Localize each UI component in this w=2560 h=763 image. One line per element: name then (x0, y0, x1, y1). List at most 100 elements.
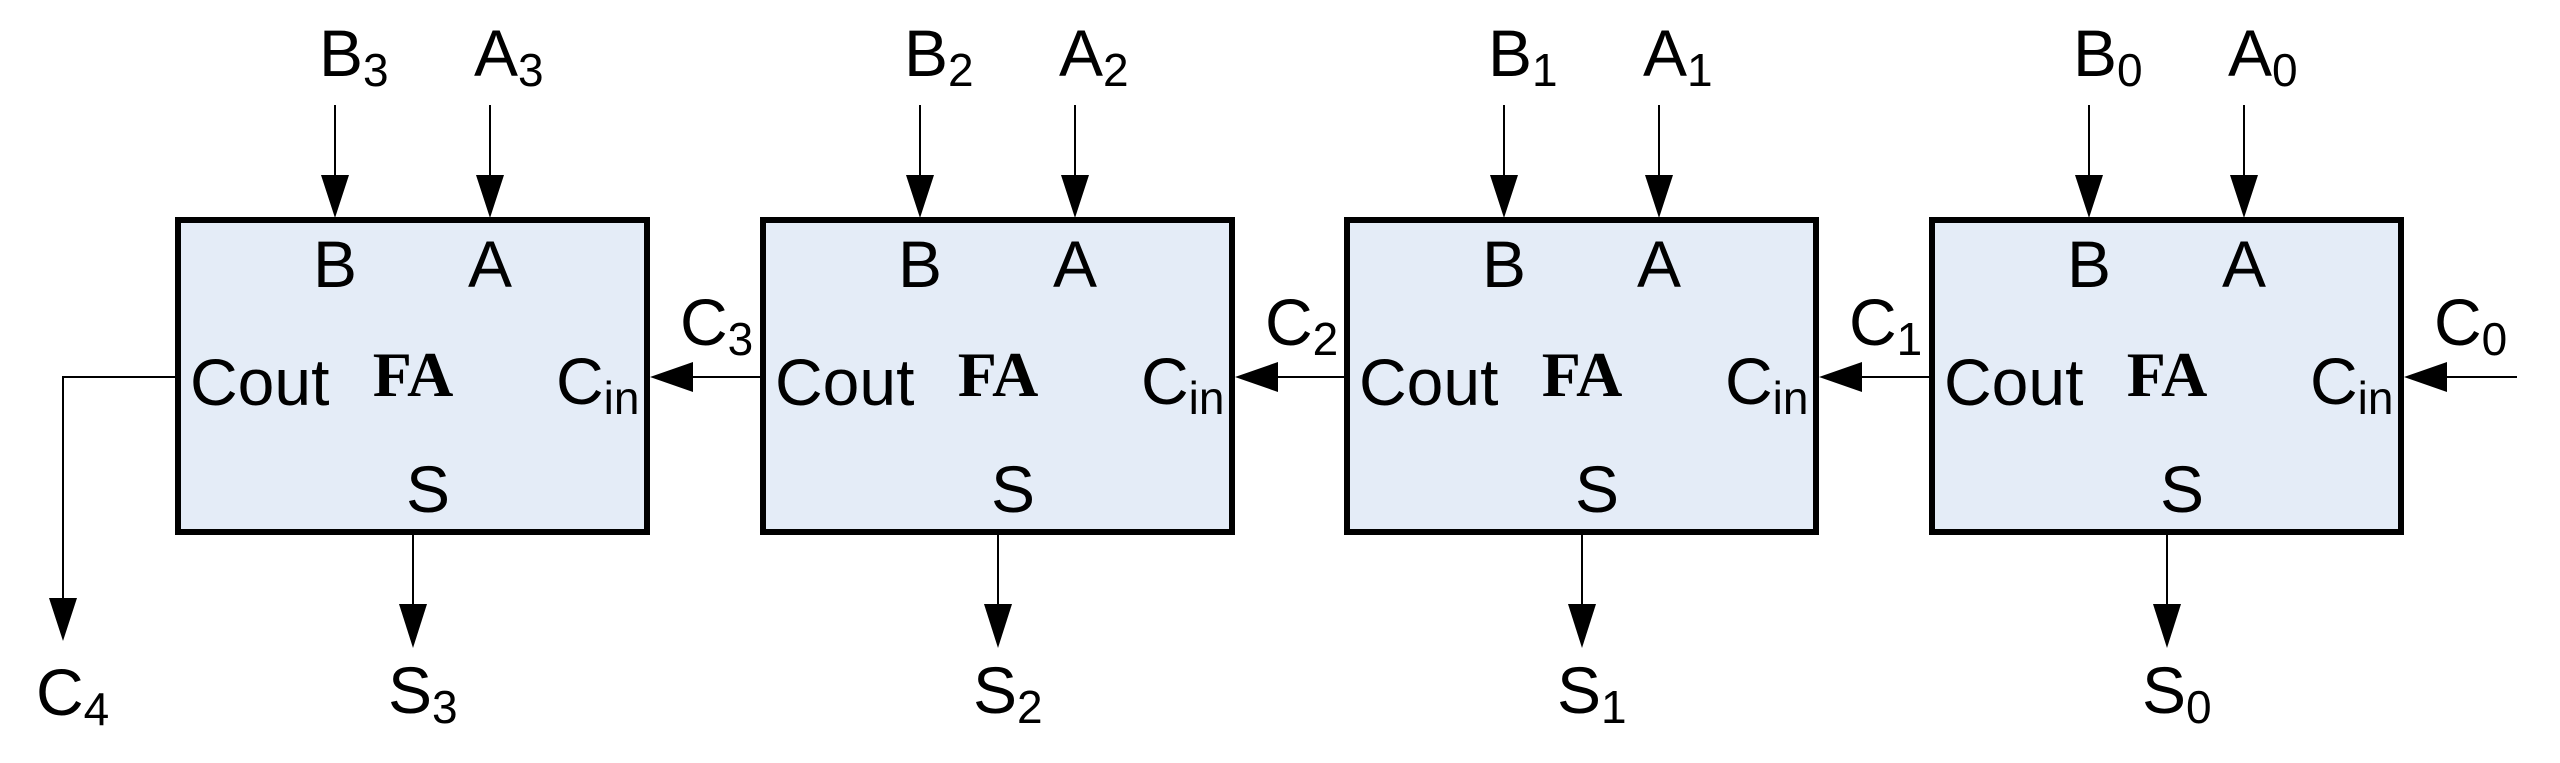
port-s-label: S (1575, 452, 1619, 526)
port-cout-label: Cout (1359, 345, 1498, 419)
full-adder-box (1929, 217, 2404, 535)
a-input-label: A1 (1643, 16, 1713, 96)
port-cin-label: Cin (556, 344, 639, 424)
port-cin-label: Cin (1141, 344, 1224, 424)
carry-in-arrowhead (1819, 362, 1862, 392)
a-input-arrowhead (1645, 175, 1673, 218)
sum-output-arrowhead (399, 604, 427, 648)
port-a-label: A (1637, 227, 1681, 301)
final-carry-out: C4 (36, 376, 178, 735)
carry-in-label-main: C (1849, 285, 1897, 359)
sum-output-arrowhead (1568, 604, 1596, 648)
port-s-label: S (2160, 452, 2204, 526)
sum-output-label-sub: 1 (1601, 681, 1627, 733)
full-adder-box (1344, 217, 1819, 535)
b-input-label-sub: 2 (948, 44, 974, 96)
c4-label-main: C (36, 655, 84, 729)
b-input-label-sub: 0 (2117, 44, 2143, 96)
a-input-arrowhead (1061, 175, 1089, 218)
a-input-label-main: A (474, 16, 518, 90)
port-cin-label: Cin (2310, 344, 2393, 424)
port-cin-label-sub: in (2358, 372, 2394, 424)
b-input-label-main: B (319, 16, 363, 90)
a-input-label-sub: 0 (2272, 44, 2298, 96)
a-input-label-main: A (1643, 16, 1687, 90)
port-cout-label: Cout (190, 345, 329, 419)
b-input-arrowhead (2075, 175, 2103, 218)
c4-wire (62, 376, 178, 600)
port-a-label: A (468, 227, 512, 301)
carry-in-label-main: C (1265, 285, 1313, 359)
port-cin-label-main: C (1725, 344, 1773, 418)
a-input-arrowhead (2230, 175, 2258, 218)
sum-output-label: S3 (388, 653, 458, 733)
b-input-label-sub: 1 (1532, 44, 1558, 96)
port-s-label: S (406, 452, 450, 526)
carry-in-arrowhead (1235, 362, 1278, 392)
port-cin-label-main: C (2310, 344, 2358, 418)
carry-in-label-main: C (2434, 285, 2482, 359)
b-input-label: B2 (904, 16, 974, 96)
a-input-label-sub: 1 (1687, 44, 1713, 96)
carry-in-label: C1 (1849, 285, 1922, 365)
carry-in-label-sub: 2 (1313, 313, 1339, 365)
port-s-label: S (991, 452, 1035, 526)
carry-in-label: C2 (1265, 285, 1338, 365)
port-a-label: A (1053, 227, 1097, 301)
b-input-label-main: B (2073, 16, 2117, 90)
port-cout-label: Cout (1944, 345, 2083, 419)
a-input-label-main: A (1059, 16, 1103, 90)
a-input-label: A0 (2228, 16, 2298, 96)
a-input-label: A2 (1059, 16, 1129, 96)
c4-label-sub: 4 (84, 683, 110, 735)
sum-output-label-sub: 0 (2186, 681, 2212, 733)
port-b-label: B (1482, 227, 1526, 301)
b-input-label: B0 (2073, 16, 2143, 96)
port-cin-label-sub: in (1189, 372, 1225, 424)
sum-output-label-main: S (1557, 653, 1601, 727)
sum-output-label: S1 (1557, 653, 1627, 733)
full-adder-block-label: FA (373, 339, 454, 410)
carry-in-label-sub: 0 (2482, 313, 2508, 365)
port-cin-label-sub: in (604, 372, 640, 424)
a-input-label: A3 (474, 16, 544, 96)
sum-output-label-main: S (973, 653, 1017, 727)
port-cin-label-main: C (556, 344, 604, 418)
b-input-label-sub: 3 (363, 44, 389, 96)
sum-output-arrowhead (2153, 604, 2181, 648)
carry-in-label: C0 (2434, 285, 2507, 365)
sum-output-label: S2 (973, 653, 1043, 733)
a-input-label-main: A (2228, 16, 2272, 90)
carry-in-arrowhead (650, 362, 693, 392)
sum-output-label-main: S (2142, 653, 2186, 727)
port-cin-label-sub: in (1773, 372, 1809, 424)
sum-output-label-sub: 3 (432, 681, 458, 733)
sum-output-label: S0 (2142, 653, 2212, 733)
b-input-label-main: B (904, 16, 948, 90)
port-b-label: B (313, 227, 357, 301)
b-input-label: B3 (319, 16, 389, 96)
c4-arrowhead (49, 598, 77, 641)
port-cin-label-main: C (1141, 344, 1189, 418)
port-cout-label: Cout (775, 345, 914, 419)
port-b-label: B (898, 227, 942, 301)
full-adder-block-label: FA (2127, 339, 2208, 410)
carry-in-label-sub: 1 (1897, 313, 1923, 365)
b-input-arrowhead (906, 175, 934, 218)
port-cin-label: Cin (1725, 344, 1808, 424)
port-a-label: A (2222, 227, 2266, 301)
b-input-arrowhead (1490, 175, 1518, 218)
carry-in-label-main: C (680, 285, 728, 359)
full-adder-box (760, 217, 1235, 535)
sum-output-label-main: S (388, 653, 432, 727)
sum-output-label-sub: 2 (1017, 681, 1043, 733)
full-adder-block-label: FA (1542, 339, 1623, 410)
a-input-label-sub: 3 (518, 44, 544, 96)
b-input-label-main: B (1488, 16, 1532, 90)
